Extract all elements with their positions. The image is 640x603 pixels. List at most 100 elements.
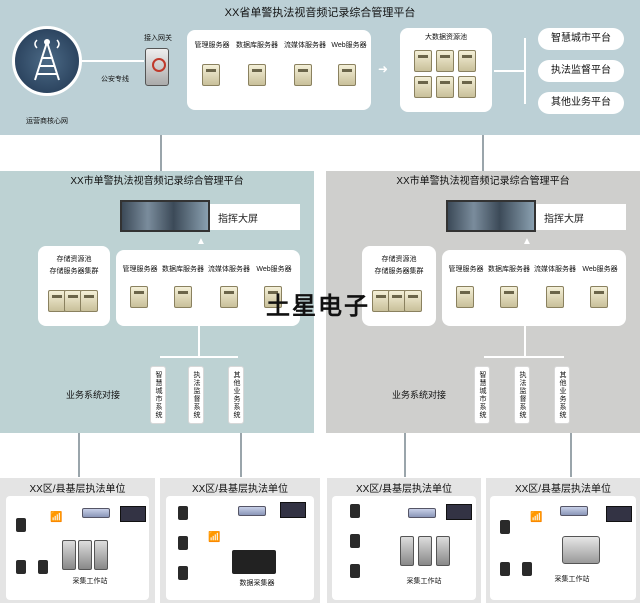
system-smart-city-left: 智慧城市系统 <box>150 366 166 424</box>
link-right-unit-3 <box>404 433 406 477</box>
body-camera-icon-3c <box>350 564 360 578</box>
city-right-server-label-4: Web服务器 <box>582 266 618 273</box>
storage-cluster-label-left: 存储服务器集群 <box>49 268 99 275</box>
pool-server-icon-3 <box>458 50 476 72</box>
wifi-tower-icon-1: 📶 <box>50 512 63 523</box>
system-other-left: 其他业务系统 <box>228 366 244 424</box>
switch-icon-1 <box>82 508 110 518</box>
system-smart-city-right: 智慧城市系统 <box>474 366 490 424</box>
database-server-icon <box>248 64 266 86</box>
storage-server-icon-right-3 <box>404 290 422 312</box>
body-camera-icon-1c <box>38 560 48 574</box>
collector-terminal-3c <box>436 536 450 566</box>
city-right-server-label-3: 流媒体服务器 <box>534 266 576 273</box>
command-screen-image-left <box>120 200 210 232</box>
police-line-label: 公安专线 <box>101 76 129 83</box>
unit-station-label-1: 采集工作站 <box>72 578 108 585</box>
platform-connector <box>494 70 524 72</box>
switch-icon-4 <box>560 506 588 516</box>
platform-law-supervision: 执法监督平台 <box>538 60 624 82</box>
data-collector-icon <box>232 550 276 574</box>
storage-pool-box-left <box>38 246 110 326</box>
body-camera-icon-2a <box>178 506 188 520</box>
city-left-streaming-server-icon <box>220 286 238 308</box>
collector-terminal-1c <box>94 540 108 570</box>
city-right-link-down <box>524 326 526 356</box>
police-line-connector <box>82 60 144 62</box>
city-right-database-server-icon <box>500 286 518 308</box>
arrow-right-icon: ➜ <box>378 62 389 76</box>
storage-pool-label-right: 存储资源池 <box>381 256 417 263</box>
collector-terminal-3a <box>400 536 414 566</box>
unit-station-label-4: 采集工作站 <box>554 576 590 583</box>
pc-icon-4 <box>606 506 632 522</box>
city-left-server-label-3: 流媒体服务器 <box>208 266 250 273</box>
city-right-management-server-icon <box>456 286 474 308</box>
body-camera-icon-2c <box>178 566 188 580</box>
system-other-right: 其他业务系统 <box>554 366 570 424</box>
unit-station-label-3: 采集工作站 <box>406 578 442 585</box>
body-camera-icon-2b <box>178 536 188 550</box>
switch-icon-2 <box>238 506 266 516</box>
pool-server-icon-2 <box>436 50 454 72</box>
province-title: XX省单警执法视音频记录综合管理平台 <box>224 7 416 19</box>
city-left-server-label-1: 管理服务器 <box>122 266 158 273</box>
pool-server-icon-5 <box>436 76 454 98</box>
collector-workstation-icon <box>562 536 600 564</box>
body-camera-icon-3a <box>350 504 360 518</box>
pool-server-icon-4 <box>414 76 432 98</box>
link-province-right <box>482 135 484 171</box>
command-screen-label-box-right <box>536 204 626 230</box>
unit-title-1: XX区/县基层执法单位 <box>29 484 126 495</box>
storage-cluster-label-right: 存储服务器集群 <box>374 268 424 275</box>
streaming-server-icon <box>294 64 312 86</box>
body-camera-icon-3b <box>350 534 360 548</box>
city-left-management-server-icon <box>130 286 148 308</box>
business-docking-left: 业务系统对接 <box>65 390 120 400</box>
link-left-unit-1 <box>78 433 80 477</box>
body-camera-icon-4b <box>500 562 510 576</box>
unit-title-4: XX区/县基层执法单位 <box>514 484 612 495</box>
body-camera-icon-1a <box>16 518 26 532</box>
wifi-tower-icon-4: 📶 <box>530 512 543 523</box>
core-network-circle <box>12 26 82 96</box>
province-server-label-3: 流媒体服务器 <box>284 42 326 49</box>
link-right-unit-4 <box>570 433 572 477</box>
business-docking-right: 业务系统对接 <box>391 390 446 400</box>
city-left-link-h <box>160 356 238 358</box>
platform-smart-city: 智慧城市平台 <box>538 28 624 50</box>
unit-title-2: XX区/县基层执法单位 <box>191 484 289 495</box>
city-left-database-server-icon <box>174 286 192 308</box>
pc-icon-2 <box>280 502 306 518</box>
storage-pool-label-left: 存储资源池 <box>56 256 92 263</box>
city-left-link-down <box>198 326 200 356</box>
city-right-web-server-icon <box>590 286 608 308</box>
gateway-label: 接入网关 <box>144 35 172 42</box>
platform-connector-v <box>524 38 526 104</box>
link-left-unit-2 <box>240 433 242 477</box>
gateway-firewall-icon <box>152 58 166 72</box>
link-province-left <box>160 135 162 171</box>
city-right-title: XX市单警执法视音频记录综合管理平台 <box>396 176 570 187</box>
command-screen-image-right <box>446 200 536 232</box>
command-screen-label-left: 指挥大屏 <box>218 214 258 225</box>
storage-pool-box-right <box>362 246 436 326</box>
unit-title-3: XX区/县基层执法单位 <box>355 484 453 495</box>
province-server-label-4: Web服务器 <box>331 42 367 49</box>
core-network-label: 运营商核心网 <box>26 118 68 125</box>
storage-server-icon-left-3 <box>80 290 98 312</box>
pc-icon-3 <box>446 504 472 520</box>
unit-station-label-2: 数据采集器 <box>239 580 275 587</box>
body-camera-icon-1b <box>16 560 26 574</box>
wifi-tower-icon-2: 📶 <box>208 532 221 543</box>
body-camera-icon-4c <box>522 562 532 576</box>
switch-icon-3 <box>408 508 436 518</box>
command-screen-label-right: 指挥大屏 <box>544 214 584 225</box>
command-screen-label-box-left <box>210 204 300 230</box>
pool-server-icon-1 <box>414 50 432 72</box>
arrow-up-icon-right: ▲ <box>522 236 532 247</box>
city-right-streaming-server-icon <box>546 286 564 308</box>
body-camera-icon-4a <box>500 520 510 534</box>
tower-icon <box>34 39 60 81</box>
collector-terminal-3b <box>418 536 432 566</box>
